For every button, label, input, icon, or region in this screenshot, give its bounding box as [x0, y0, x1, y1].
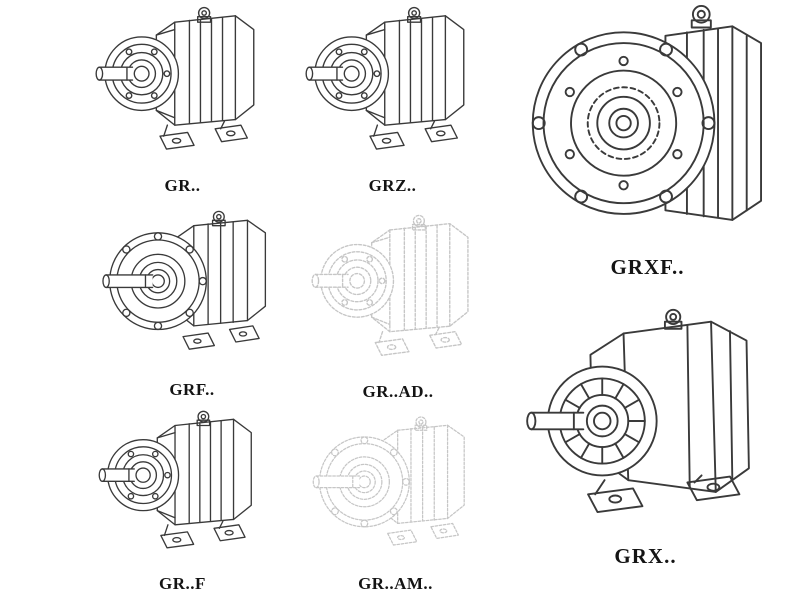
gearbox-iso-drawing-gr-f — [85, 406, 281, 570]
gearbox-iso-ghost-drawing-gr-ad — [299, 210, 497, 378]
figure-gr-f: GR..F — [75, 406, 290, 598]
figure-grxf: GRXF.. — [500, 0, 795, 300]
figure-label-grz: GRZ.. — [368, 176, 417, 195]
figure-label-grx: GRX.. — [614, 544, 677, 568]
figure-label-gr-ad: GR..AD.. — [362, 382, 434, 401]
figure-grz: GRZ.. — [285, 2, 500, 204]
gearbox-iso-drawing-gr — [83, 2, 283, 172]
figure-label-gr-f: GR..F — [159, 574, 206, 593]
figure-gr-ad: GR..AD.. — [293, 210, 503, 408]
figure-label-grxf: GRXF.. — [610, 255, 685, 279]
figure-gr-am: GR..AM.. — [288, 412, 503, 598]
figure-grf: GRF.. — [82, 206, 302, 408]
figure-grx: GRX.. — [498, 302, 793, 590]
gearbox-flange-drawing-grf — [88, 206, 296, 376]
figure-label-grf: GRF.. — [169, 380, 215, 399]
figure-gr: GR.. — [75, 2, 290, 204]
figure-label-gr: GR.. — [164, 176, 201, 195]
gearbox-flange-ghost-drawing-gr-am — [296, 412, 496, 570]
gearbox-iso-drawing-grz — [293, 2, 493, 172]
gearbox-large-drawing-grx — [510, 302, 782, 540]
gearbox-front-drawing-grxf — [510, 0, 785, 251]
figure-label-gr-am: GR..AM.. — [358, 574, 433, 593]
